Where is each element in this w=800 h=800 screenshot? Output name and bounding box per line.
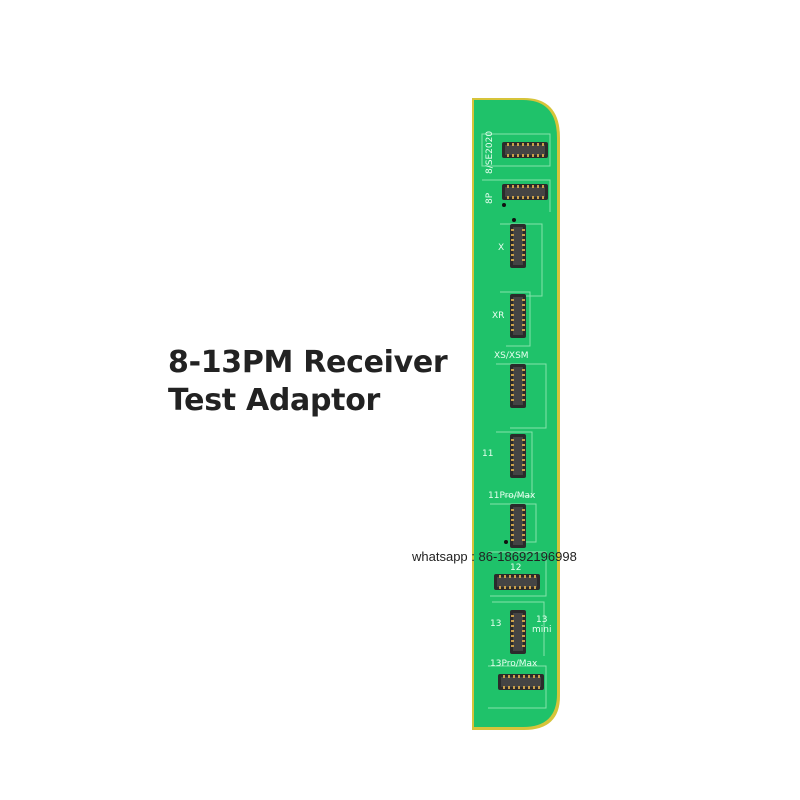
label-12: 12 — [510, 563, 521, 573]
connector-12 — [494, 574, 540, 590]
connector-11pro-max — [510, 504, 526, 548]
connector-xs-xsm — [510, 364, 526, 408]
connector-xr — [510, 294, 526, 338]
pin1-dot — [502, 203, 506, 207]
label-11: 11 — [482, 449, 493, 459]
product-title-line-1: 8-13PM Receiver — [168, 345, 448, 380]
connector-x — [510, 224, 526, 268]
whatsapp-watermark: whatsapp : 86-18692196998 — [412, 549, 577, 564]
label-13: 13 — [490, 619, 501, 629]
connector-8-se2020 — [502, 142, 548, 158]
label-11pro-max: 11Pro/Max — [488, 491, 536, 501]
connector-13-mini — [510, 610, 526, 654]
label-8p: 8P — [485, 192, 495, 204]
product-title: 8-13PM Receiver Test Adaptor — [168, 344, 448, 420]
label-13-mini: 13 — [536, 615, 547, 625]
label-xr: XR — [492, 311, 504, 321]
connector-11 — [510, 434, 526, 478]
pin1-dot — [512, 218, 516, 222]
label-8-se2020: 8/SE2020 — [485, 131, 495, 174]
receiver-test-adaptor-board: 8/SE2020 8P X XR XS/XSM 11 11Pro/Max 12 … — [472, 98, 560, 730]
connector-13pro-max — [498, 674, 544, 690]
label-13pro-max: 13Pro/Max — [490, 659, 538, 669]
label-x: X — [498, 243, 504, 253]
product-title-line-2: Test Adaptor — [168, 383, 381, 418]
pin1-dot — [504, 540, 508, 544]
connector-8p — [502, 184, 548, 200]
label-xs-xsm: XS/XSM — [494, 351, 529, 361]
label-mini: mini — [532, 625, 551, 635]
